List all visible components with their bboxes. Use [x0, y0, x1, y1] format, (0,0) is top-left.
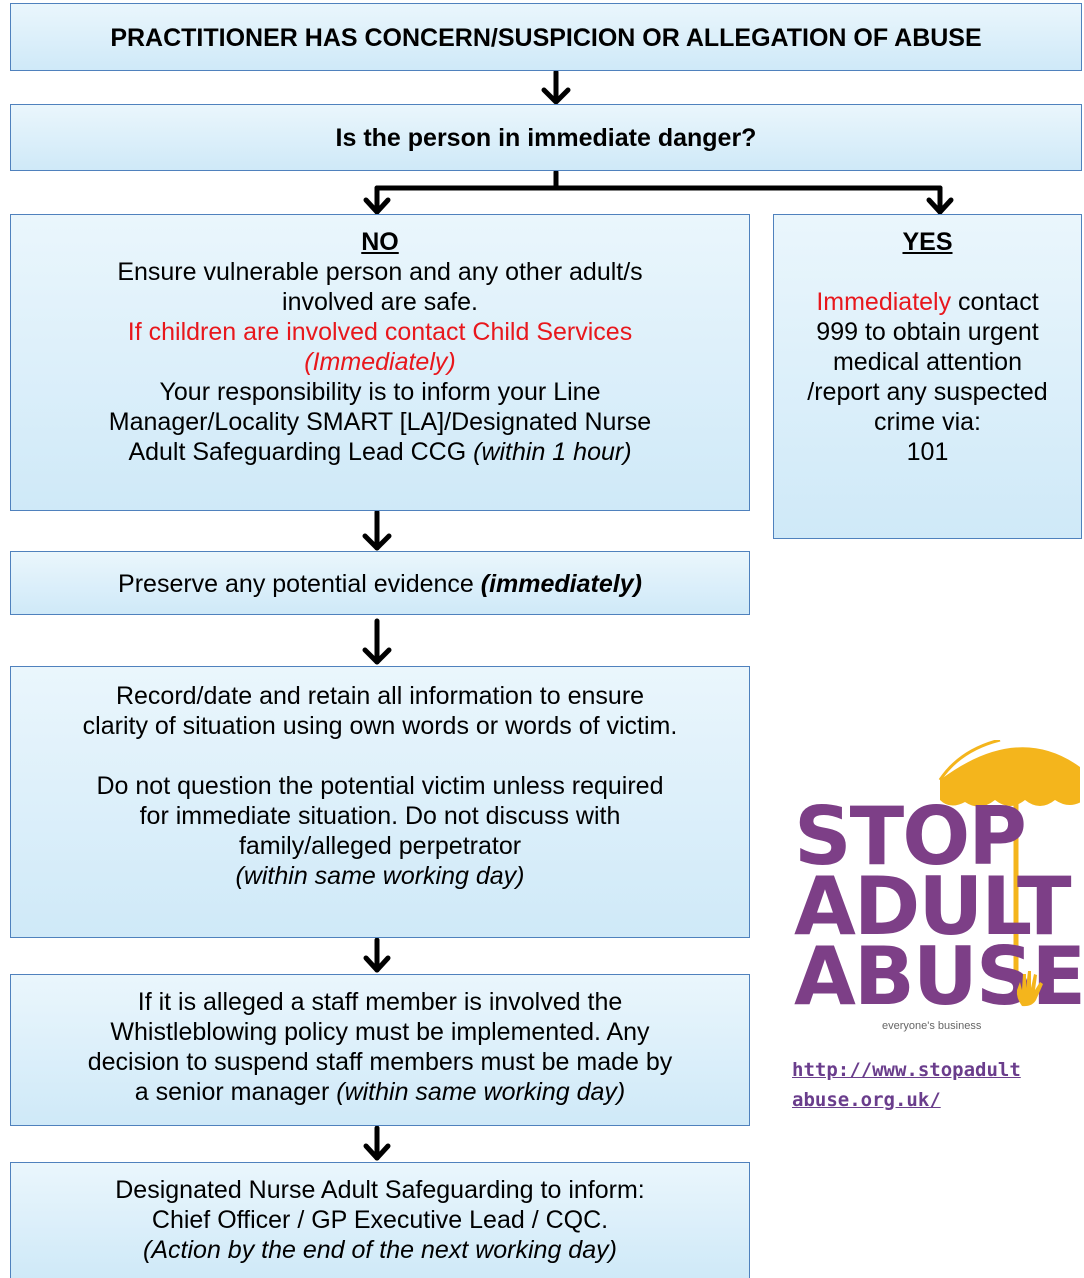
logo-tagline: everyone's business [882, 1020, 982, 1032]
staff-line-2: Whistleblowing policy must be implemente… [110, 1018, 650, 1046]
inform-box: Designated Nurse Adult Safeguarding to i… [10, 1162, 750, 1278]
question-text: Is the person in immediate danger? [335, 124, 757, 152]
inform-italic: (Action by the end of the next working d… [143, 1236, 617, 1264]
arrow-to-staff [363, 937, 391, 973]
yes-line-1: Immediately contact [774, 287, 1081, 317]
record-line-1: Record/date and retain all information t… [115, 682, 645, 710]
umbrella-icon [938, 740, 1080, 975]
staff-line-4-italic: (within same working day) [336, 1078, 626, 1106]
record-line-5: family/alleged perpetrator [238, 832, 522, 860]
evidence-emphasis: (immediately) [480, 570, 642, 598]
question-box: Is the person in immediate danger? [10, 104, 1082, 171]
record-spacer [11, 741, 749, 771]
logo-word-adult: ADULT [794, 860, 1072, 953]
stopadultabuse-link[interactable]: http://www.stopadult abuse.org.uk/ [792, 1055, 1021, 1115]
record-line-4: for immediate situation. Do not discuss … [139, 802, 621, 830]
yes-red-word: Immediately [816, 288, 952, 316]
yes-line-4: /report any suspected [807, 378, 1048, 406]
yes-spacer [774, 257, 1081, 287]
arrow-split [363, 169, 954, 215]
no-line-2: involved are safe. [282, 288, 478, 316]
yes-line-3: medical attention [832, 348, 1022, 376]
yes-line-6: 101 [906, 438, 949, 466]
staff-box: If it is alleged a staff member is invol… [10, 974, 750, 1126]
staff-line-4: a senior manager (within same working da… [11, 1077, 749, 1107]
staff-line-3: decision to suspend staff members must b… [87, 1048, 673, 1076]
yes-line-1-rest: contact [951, 288, 1039, 316]
arrow-to-evidence [362, 509, 392, 551]
no-red-italic: (Immediately) [304, 348, 456, 376]
no-line-5: Adult Safeguarding Lead CCG (within 1 ho… [11, 437, 749, 467]
no-line-4: Manager/Locality SMART [LA]/Designated N… [108, 408, 652, 436]
stop-adult-abuse-logo: STOP ADULT ABUSE everyone's business [790, 740, 1084, 1040]
no-line-5-italic: (within 1 hour) [473, 438, 632, 466]
arrow-to-inform [363, 1125, 391, 1161]
header-box: PRACTITIONER HAS CONCERN/SUSPICION OR AL… [10, 3, 1082, 71]
evidence-text: Preserve any potential evidence [118, 570, 481, 598]
no-line-3: Your responsibility is to inform your Li… [159, 378, 601, 406]
record-italic: (within same working day) [235, 862, 525, 890]
no-line-1: Ensure vulnerable person and any other a… [117, 258, 643, 286]
link-line-1[interactable]: http://www.stopadult [792, 1059, 1021, 1081]
arrow-to-question [541, 69, 571, 105]
record-line-3: Do not question the potential victim unl… [96, 772, 664, 800]
staff-line-1: If it is alleged a staff member is invol… [137, 988, 623, 1016]
link-line-2[interactable]: abuse.org.uk/ [792, 1089, 941, 1111]
no-red-line: If children are involved contact Child S… [127, 318, 633, 346]
yes-box: YES Immediately contact 999 to obtain ur… [773, 214, 1082, 539]
staff-line-4-text: a senior manager [134, 1078, 337, 1106]
record-box: Record/date and retain all information t… [10, 666, 750, 938]
header-title: PRACTITIONER HAS CONCERN/SUSPICION OR AL… [110, 24, 982, 52]
yes-heading: YES [902, 228, 953, 256]
yes-line-5: crime via: [874, 408, 981, 436]
inform-line-1: Designated Nurse Adult Safeguarding to i… [115, 1176, 645, 1204]
no-box: NO Ensure vulnerable person and any othe… [10, 214, 750, 511]
logo-word-stop: STOP [794, 790, 1027, 883]
no-line-5-text: Adult Safeguarding Lead CCG [128, 438, 474, 466]
inform-line-2: Chief Officer / GP Executive Lead / CQC. [151, 1206, 609, 1234]
hand-icon [1016, 971, 1043, 1007]
no-heading: NO [361, 228, 399, 256]
yes-line-2: 999 to obtain urgent [816, 318, 1039, 346]
arrow-to-record [362, 618, 392, 665]
evidence-box: Preserve any potential evidence (immedia… [10, 551, 750, 615]
record-line-2: clarity of situation using own words or … [82, 712, 678, 740]
